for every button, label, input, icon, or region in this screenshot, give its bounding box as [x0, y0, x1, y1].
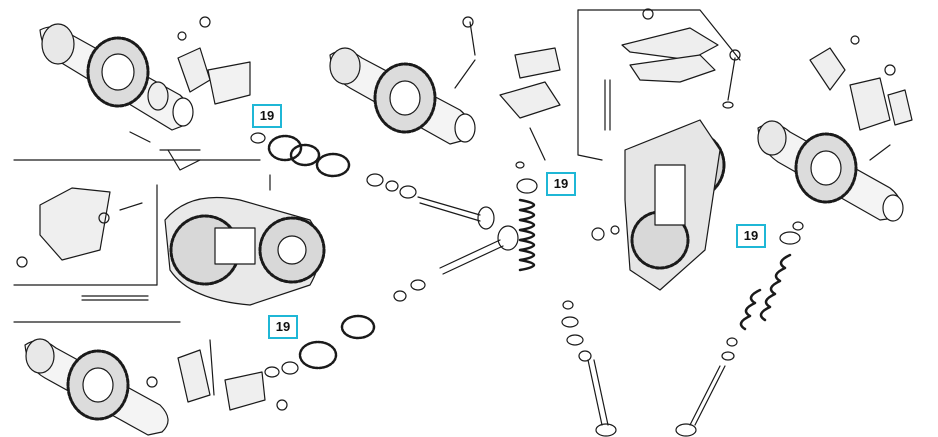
valve-spring-right	[675, 221, 804, 437]
frame-lines	[13, 9, 741, 323]
inset-plate-top-right	[604, 8, 741, 131]
cam-holder-left	[81, 196, 326, 306]
rocker-bracket-top-left	[129, 16, 251, 171]
inset-bracket-left	[16, 174, 271, 268]
part-callout-19[interactable]: 19	[268, 315, 298, 339]
rocker-arms-top-center	[454, 16, 561, 161]
part-callout-19[interactable]: 19	[546, 172, 576, 196]
cam-holder-right	[591, 119, 726, 291]
part-callout-19[interactable]: 19	[252, 104, 282, 128]
rocker-arms-right	[809, 35, 913, 161]
camshaft-top-center	[329, 47, 476, 145]
valve-spring-center	[515, 161, 617, 437]
camshaft-top-left	[39, 23, 194, 131]
camshaft-lower-left	[24, 338, 169, 436]
rocker-lower-left	[146, 339, 288, 411]
part-callout-19[interactable]: 19	[736, 224, 766, 248]
valve-train-lower	[264, 279, 426, 378]
camshaft-right	[757, 120, 904, 222]
valve-train-upper	[250, 132, 519, 275]
